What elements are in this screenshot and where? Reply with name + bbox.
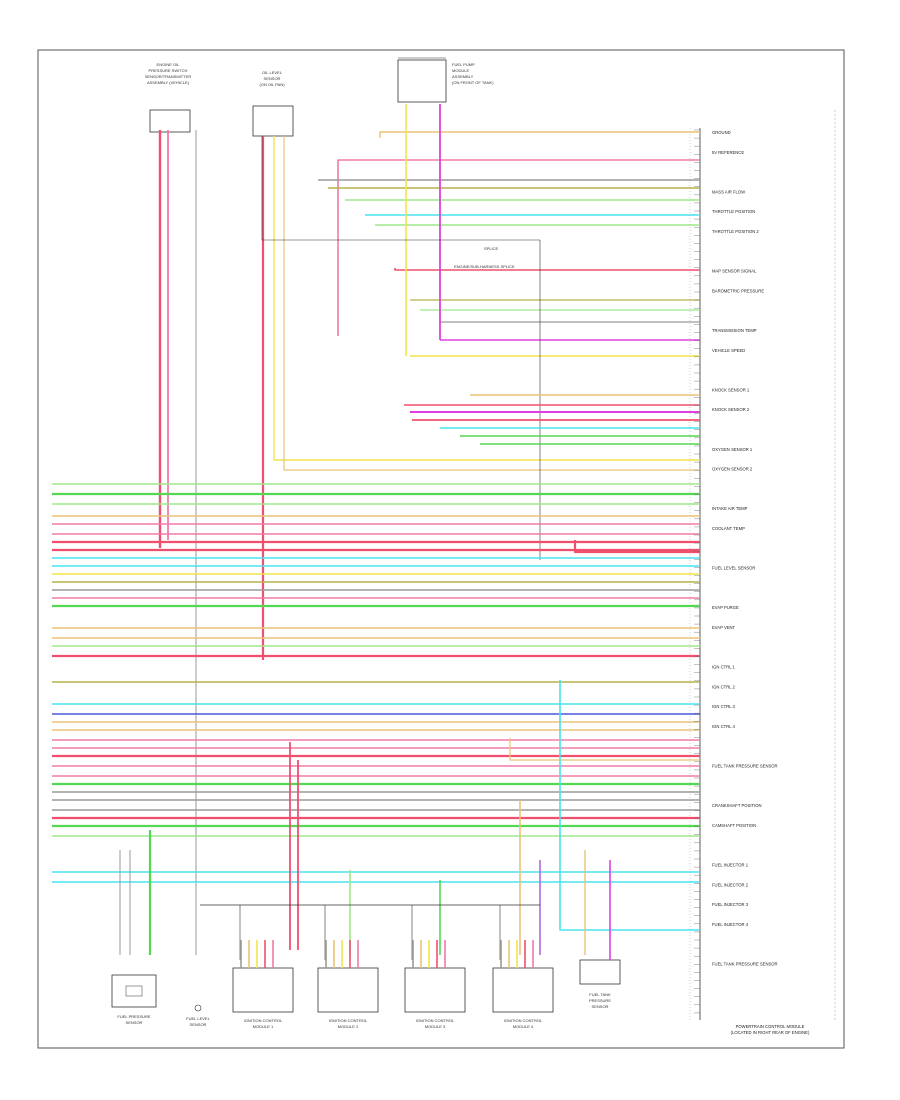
pcm-pin-label: EVAP VENT	[712, 625, 736, 630]
pcm-pin-label: OXYGEN SENSOR 1	[712, 447, 753, 452]
pcm-pin-label: KNOCK SENSOR 2	[712, 407, 750, 412]
pcm-pin-label: FUEL LEVEL SENSOR	[712, 566, 755, 571]
svg-text:(ON OIL PAN): (ON OIL PAN)	[259, 82, 285, 87]
bottom-component-ignition-coil-1: IGNITION CONTROL MODULE 1	[232, 967, 294, 1029]
svg-text:MODULE: MODULE	[452, 68, 469, 73]
diagram-frame	[37, 49, 845, 1049]
pcm-pin-label: FUEL INJECTOR 4	[712, 922, 749, 927]
top-component-sensor-mid: OIL LEVEL SENSOR (ON OIL PAN)	[252, 70, 294, 137]
bottom-component-fuel-tank-pressure: FUEL TANK PRESSURE SENSOR	[579, 959, 621, 1009]
wire-cyan	[559, 680, 700, 931]
top-component-sensor-right: FUEL PUMP MODULE ASSEMBLY (ON FRONT OF T…	[397, 57, 494, 103]
wire-red	[573, 540, 700, 554]
pcm-pin-label: BAROMETRIC PRESSURE	[712, 288, 764, 293]
svg-text:PRESSURE SWITCH: PRESSURE SWITCH	[149, 68, 188, 73]
pcm-pin-label: FUEL TANK PRESSURE SENSOR	[712, 764, 778, 769]
wire-layer	[52, 104, 700, 968]
pcm-pin-labels: GROUND 5V REFERENCE MASS AIR FLOW THROTTLE …	[712, 130, 778, 967]
pcm-pin-label: EVAP PURGE	[712, 605, 739, 610]
pcm-pin-label: TRANSMISSION TEMP	[712, 328, 757, 333]
pcm-pin-label: IGN CTRL 4	[712, 724, 736, 729]
wire-tan	[283, 136, 700, 471]
module-name: POWERTRAIN CONTROL MODULE	[736, 1024, 805, 1029]
svg-text:SENSOR: SENSOR	[190, 1022, 207, 1027]
top-component-sensor-left: ENGINE OIL PRESSURE SWITCH SENSOR/TRANSM…	[145, 62, 192, 133]
svg-text:IGNITION CONTROL: IGNITION CONTROL	[504, 1018, 543, 1023]
pcm-pin-label: MAP SENSOR SIGNAL	[712, 269, 757, 274]
svg-text:SENSOR: SENSOR	[592, 1004, 609, 1009]
pcm-pin-label: OXYGEN SENSOR 2	[712, 467, 753, 472]
svg-text:SENSOR/TRANSMITTER: SENSOR/TRANSMITTER	[145, 74, 192, 79]
svg-text:ENGINE OIL: ENGINE OIL	[157, 62, 181, 67]
svg-text:FUEL LEVEL: FUEL LEVEL	[186, 1016, 210, 1021]
pcm-pin-label: 5V REFERENCE	[712, 150, 744, 155]
svg-text:IGNITION CONTROL: IGNITION CONTROL	[244, 1018, 283, 1023]
wire-tan	[509, 738, 700, 761]
wire-yellow	[273, 136, 700, 461]
svg-text:MODULE 4: MODULE 4	[513, 1024, 534, 1029]
svg-text:ASSEMBLY: ASSEMBLY	[452, 74, 474, 79]
pcm-pin-label: FUEL TANK PRESSURE SENSOR	[712, 962, 778, 967]
pcm-pin-label: IGN CTRL 1	[712, 665, 736, 670]
pcm-pin-label: IGN CTRL 3	[712, 704, 736, 709]
svg-text:PRESSURE: PRESSURE	[589, 998, 611, 1003]
pcm-pin-label: THROTTLE POSITION	[712, 209, 755, 214]
pcm-pin-numbers	[694, 129, 700, 1014]
pcm-pin-label: KNOCK SENSOR 1	[712, 387, 750, 392]
splice-label: SPLICE	[484, 246, 499, 251]
pcm-pin-label: CRANKSHAFT POSITION	[712, 803, 761, 808]
wire-tan	[379, 131, 700, 138]
wire-red	[394, 268, 700, 271]
wire-pink	[337, 159, 700, 336]
pcm-pin-label: COOLANT TEMP	[712, 526, 745, 531]
pcm-pin-label: FUEL INJECTOR 3	[712, 902, 749, 907]
engine-splice-label: ENGINE/SUB-HARNESS SPLICE	[454, 264, 515, 269]
svg-text:MODULE 2: MODULE 2	[338, 1024, 359, 1029]
wire-black	[261, 136, 541, 560]
bottom-component-fuel-level-sensor: FUEL LEVEL SENSOR	[186, 1004, 211, 1027]
pcm-pin-label: FUEL INJECTOR 2	[712, 882, 749, 887]
svg-text:ASSEMBLY (VEHICLE): ASSEMBLY (VEHICLE)	[147, 80, 190, 85]
svg-text:FUEL TANK: FUEL TANK	[589, 992, 611, 997]
pcm-pin-label: THROTTLE POSITION 2	[712, 229, 759, 234]
svg-text:MODULE 3: MODULE 3	[425, 1024, 446, 1029]
svg-text:SENSOR: SENSOR	[264, 76, 281, 81]
module-location: (LOCATED IN RIGHT REAR OF ENGINE)	[731, 1030, 810, 1035]
pcm-pin-label: INTAKE AIR TEMP	[712, 506, 748, 511]
svg-text:FUEL PRESSURE: FUEL PRESSURE	[117, 1014, 151, 1019]
svg-text:MODULE 1: MODULE 1	[253, 1024, 274, 1029]
pcm-pin-label: GROUND	[712, 130, 731, 135]
svg-text:(ON FRONT OF TANK): (ON FRONT OF TANK)	[452, 80, 494, 85]
pcm-pin-label: MASS AIR FLOW	[712, 189, 745, 194]
svg-text:FUEL PUMP: FUEL PUMP	[452, 62, 475, 67]
pcm-pin-label: VEHICLE SPEED	[712, 348, 745, 353]
svg-text:IGNITION CONTROL: IGNITION CONTROL	[416, 1018, 455, 1023]
bottom-component-fuel-pressure-sensor: FUEL PRESSURE SENSOR	[111, 974, 157, 1025]
bottom-component-ignition-coil-2: IGNITION CONTROL MODULE 2	[317, 967, 379, 1029]
bottom-component-ignition-coil-3: IGNITION CONTROL MODULE 3	[404, 967, 466, 1029]
pcm-pin-label: CAMSHAFT POSITION	[712, 823, 756, 828]
svg-text:IGNITION CONTROL: IGNITION CONTROL	[329, 1018, 368, 1023]
svg-text:OIL LEVEL: OIL LEVEL	[262, 70, 283, 75]
pcm-pin-label: FUEL INJECTOR 1	[712, 863, 749, 868]
svg-text:SENSOR: SENSOR	[126, 1020, 143, 1025]
bottom-component-ignition-coil-4: IGNITION CONTROL MODULE 4	[492, 967, 554, 1029]
pcm-pin-label: IGN CTRL 2	[712, 684, 736, 689]
